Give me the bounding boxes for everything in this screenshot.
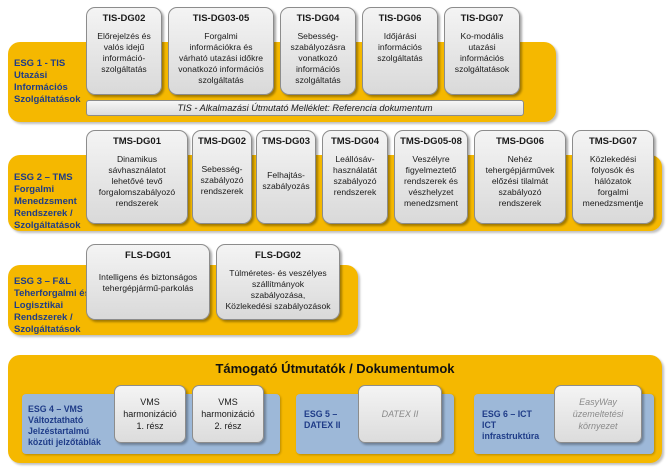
card-title: TMS-DG02: [197, 136, 247, 147]
card-title: FLS-DG02: [255, 250, 301, 261]
tis-reference-bar: TIS - Alkalmazási Útmutató Melléklet: Re…: [86, 100, 524, 116]
datex-card: DATEX II: [358, 385, 442, 443]
tms-dg05-08-card: TMS-DG05-08 Veszélyre figyelmeztető rend…: [394, 130, 468, 224]
tis-dg03-05-card: TIS-DG03-05 Forgalmi információkra és vá…: [168, 7, 274, 95]
esg2-label: ESG 2 – TMS Forgalmi Menedzsment Rendsze…: [14, 172, 81, 231]
card-title: TMS-DG04: [330, 136, 380, 147]
card-title: TIS-DG06: [378, 13, 422, 24]
card-title: TIS-DG07: [460, 13, 504, 24]
card-text: Dinamikus sávhasználatot lehetővé tevő f…: [98, 154, 176, 208]
esg1-label: ESG 1 - TIS Utazási Információs Szolgált…: [14, 58, 81, 105]
fls-dg01-card: FLS-DG01 Intelligens és biztonságos tehe…: [86, 244, 210, 320]
support-title: Támogató Útmutatók / Dokumentumok: [215, 361, 455, 376]
card-text: Forgalmi információkra és várható utazás…: [178, 31, 264, 85]
card-text: Sebesség- szabályozó rendszerek: [200, 164, 244, 196]
card-title: TIS-DG02: [102, 13, 146, 24]
card-title: TMS-DG01: [112, 136, 162, 147]
esg3-label: ESG 3 – F&L Teherforgalmi és Logisztikai…: [14, 276, 90, 335]
card-title: TIS-DG03-05: [192, 13, 250, 24]
tis-dg06-card: TIS-DG06 Időjárási információs szolgálta…: [362, 7, 438, 95]
card-text: Intelligens és biztonságos tehergépjármű…: [98, 272, 198, 293]
tms-dg03-card: TMS-DG03 Felhajtás- szabályozás: [256, 130, 316, 224]
esg6-label: ESG 6 – ICT ICT infrastruktúra: [482, 409, 540, 441]
card-title: FLS-DG01: [125, 250, 171, 261]
tis-dg07-card: TIS-DG07 Ko-modális utazási információs …: [444, 7, 520, 95]
card-title: TMS-DG05-08: [400, 136, 462, 147]
tms-dg01-card: TMS-DG01 Dinamikus sávhasználatot lehető…: [86, 130, 188, 224]
card-title: TIS-DG04: [296, 13, 340, 24]
card-text: Nehéz tehergépjárművek előzési tilalmát …: [485, 154, 555, 208]
easyway-card: EasyWay üzemeltetési környezet: [554, 385, 642, 443]
card-text: Időjárási információs szolgáltatás: [377, 31, 423, 63]
card-text: Közlekedési folyosók és hálózatok forgal…: [582, 154, 644, 208]
card-text: Veszélyre figyelmeztető rendszerek és vé…: [404, 154, 458, 208]
tms-dg04-card: TMS-DG04 Leállósáv- használatát szabályo…: [322, 130, 388, 224]
vms-part1-card: VMS harmonizáció 1. rész: [114, 385, 186, 443]
fls-dg02-card: FLS-DG02 Túlméretes- és veszélyes szállí…: [216, 244, 340, 320]
card-text: Sebesség- szabályozásra vonatkozó inform…: [290, 31, 346, 85]
vms-part2-card: VMS harmonizáció 2. rész: [192, 385, 264, 443]
tis-dg02-card: TIS-DG02 Előrejelzés és valós idejű info…: [86, 7, 162, 95]
card-text: Felhajtás- szabályozás: [262, 170, 310, 191]
card-title: TMS-DG07: [588, 136, 638, 147]
card-title: TMS-DG03: [261, 136, 311, 147]
tis-dg04-card: TIS-DG04 Sebesség- szabályozásra vonatko…: [280, 7, 356, 95]
esg4-label: ESG 4 – VMS Változtatható Jelzéstartalmú…: [28, 404, 101, 447]
card-text: Túlméretes- és veszélyes szállítmányok s…: [225, 268, 331, 311]
card-text: Leállósáv- használatát szabályozó rendsz…: [333, 154, 377, 197]
tms-dg07-card: TMS-DG07 Közlekedési folyosók és hálózat…: [572, 130, 654, 224]
card-title: TMS-DG06: [495, 136, 545, 147]
esg5-label: ESG 5 – DATEX II: [304, 409, 341, 430]
tms-dg06-card: TMS-DG06 Nehéz tehergépjárművek előzési …: [474, 130, 566, 224]
card-text: Ko-modális utazási információs szolgálta…: [454, 31, 510, 74]
card-text: Előrejelzés és valós idejű információ- s…: [97, 31, 151, 74]
tms-dg02-card: TMS-DG02 Sebesség- szabályozó rendszerek: [192, 130, 252, 224]
